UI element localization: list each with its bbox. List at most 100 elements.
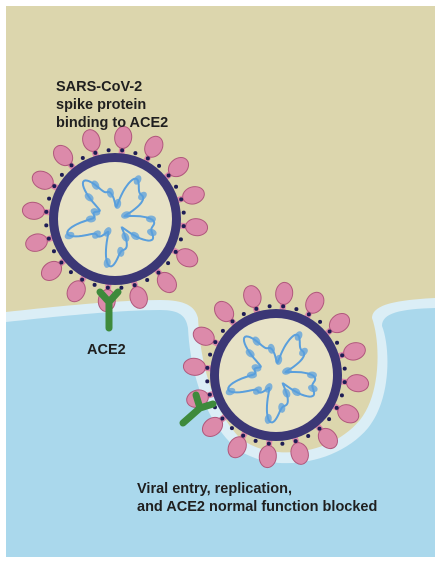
spike-head	[192, 326, 215, 346]
envelope-dot	[133, 151, 138, 156]
envelope-dot	[253, 438, 258, 443]
spike-head	[305, 291, 325, 314]
spike-head	[129, 286, 148, 309]
envelope-dot	[306, 312, 311, 317]
spike-head	[243, 285, 262, 308]
envelope-dot	[220, 328, 225, 333]
label-spike-line-2: spike protein	[56, 97, 147, 113]
envelope-dot	[145, 156, 150, 161]
envelope-dot	[132, 283, 137, 288]
spike-head	[25, 233, 48, 252]
nucleocapsid	[90, 208, 101, 216]
envelope-dot	[181, 224, 186, 229]
spike-head	[227, 436, 247, 459]
label-outcome-line-1: Viral entry, replication,	[137, 481, 292, 497]
envelope-dot	[47, 196, 52, 201]
envelope-dot	[80, 155, 85, 160]
envelope-dot	[342, 380, 347, 385]
envelope-dot	[266, 441, 271, 446]
nucleocapsid	[133, 175, 142, 185]
nucleocapsid	[114, 198, 122, 209]
envelope-dot	[220, 416, 225, 421]
spike-head	[31, 170, 54, 190]
envelope-dot	[267, 304, 272, 309]
envelope-dot	[342, 366, 347, 371]
envelope-dot	[119, 285, 124, 290]
nucleocapsid	[264, 383, 273, 393]
nucleocapsid	[64, 231, 75, 240]
envelope-dot	[317, 426, 322, 431]
spike-head	[317, 427, 338, 450]
spike-head	[21, 201, 45, 220]
envelope-dot	[59, 172, 64, 177]
envelope-dot	[340, 353, 345, 358]
envelope-dot	[318, 319, 323, 324]
envelope-dot	[174, 184, 179, 189]
envelope-dot	[179, 197, 184, 202]
virus-binding	[21, 125, 209, 313]
envelope-dot	[92, 282, 97, 287]
nucleocapsid	[252, 336, 261, 346]
envelope-dot	[241, 311, 246, 316]
nucleocapsid	[307, 384, 318, 393]
envelope-dot	[106, 148, 111, 153]
envelope-dot	[229, 426, 234, 431]
envelope-dot	[327, 417, 332, 422]
envelope-dot	[334, 405, 339, 410]
nucleocapsid	[121, 232, 130, 242]
spike-head	[182, 186, 205, 205]
envelope-dot	[230, 319, 235, 324]
envelope-dot	[181, 210, 186, 215]
nucleocapsid	[92, 230, 101, 239]
spike-head	[346, 374, 370, 393]
envelope-dot	[46, 236, 51, 241]
envelope-dot	[213, 340, 218, 345]
envelope-dot	[339, 393, 344, 398]
envelope-dot	[208, 352, 213, 357]
nucleocapsid	[245, 349, 255, 358]
envelope-dot	[205, 379, 210, 384]
envelope-dot	[145, 278, 150, 283]
spike-head	[328, 313, 351, 334]
envelope-dot	[254, 306, 259, 311]
envelope-dot	[166, 173, 171, 178]
envelope-dot	[241, 433, 246, 438]
envelope-dot	[157, 163, 162, 168]
envelope-dot	[335, 340, 340, 345]
spike-head	[40, 260, 63, 281]
cell-body	[6, 308, 435, 557]
nucleocapsid	[294, 331, 303, 341]
envelope-dot	[207, 392, 212, 397]
nucleocapsid	[282, 367, 292, 375]
nucleocapsid	[91, 180, 100, 190]
spike-head	[66, 280, 86, 303]
label-spike-binding: SARS-CoV-2 spike protein binding to ACE2	[56, 78, 168, 132]
envelope-dot	[44, 209, 49, 214]
nucleocapsid	[291, 387, 301, 397]
nucleocapsid	[278, 402, 286, 413]
envelope-dot	[173, 249, 178, 254]
spike-head	[337, 404, 360, 424]
ace2-receptor-internal	[179, 391, 217, 427]
envelope-dot	[105, 285, 110, 290]
label-outcome: Viral entry, replication, and ACE2 norma…	[137, 480, 377, 516]
nucleocapsid	[267, 343, 275, 354]
spike-head	[343, 342, 366, 361]
spike-head	[167, 157, 190, 178]
nucleocapsid	[251, 364, 262, 372]
nucleocapsid	[86, 215, 96, 223]
envelope-dot	[69, 163, 74, 168]
spike-head	[275, 281, 294, 305]
envelope-dot	[93, 150, 98, 155]
envelope-dot	[281, 304, 286, 309]
spike-head	[185, 218, 209, 237]
nucleocapsid	[146, 215, 156, 223]
envelope-dot	[166, 261, 171, 266]
spike-head	[214, 300, 235, 323]
envelope-dot	[178, 237, 183, 242]
nucleocapsid	[264, 413, 272, 424]
envelope-dot	[68, 270, 73, 275]
label-spike-line-3: binding to ACE2	[56, 115, 169, 131]
envelope-dot	[306, 434, 311, 439]
